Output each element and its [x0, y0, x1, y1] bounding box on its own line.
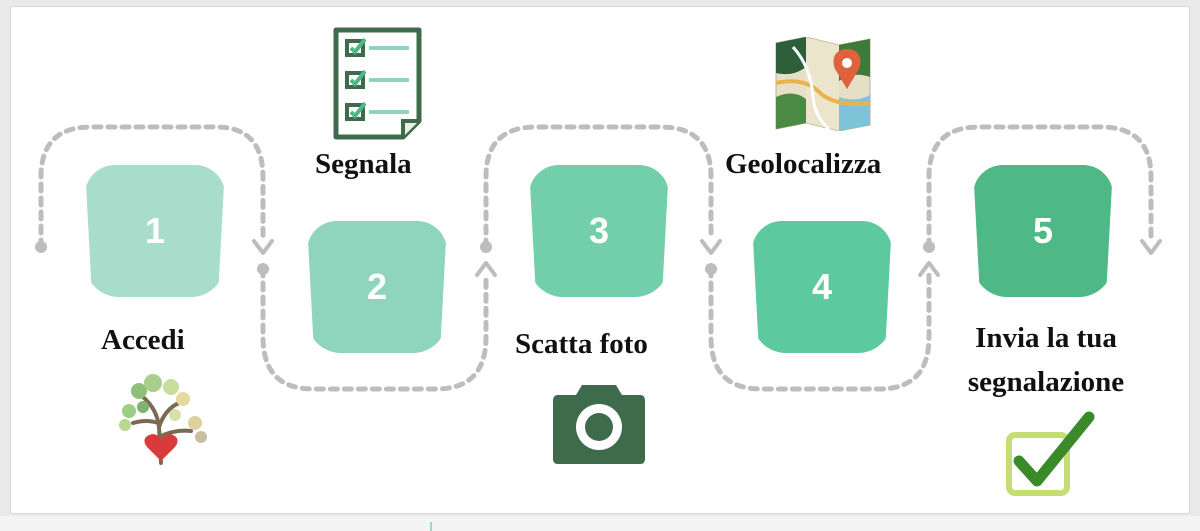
step-5-label: Invia la tua segnalazione [946, 317, 1146, 404]
step-1-number: 1 [144, 210, 166, 251]
arrow-down-icon [1140, 239, 1162, 255]
step-5-box: 5 [973, 165, 1113, 297]
step-5-label-line2: segnalazione [967, 365, 1125, 398]
step-5-number: 5 [1032, 210, 1054, 251]
path-dot [923, 241, 935, 253]
step-2-label: Segnala [315, 148, 412, 180]
checklist-icon [333, 27, 422, 140]
arrow-up-icon [475, 261, 497, 277]
arrow-down-icon [252, 239, 274, 255]
bottom-divider [430, 522, 432, 531]
step-2-number: 2 [366, 266, 388, 307]
path-dot [705, 263, 717, 275]
path-start-dot [35, 241, 47, 253]
step-3-box: 3 [529, 165, 669, 297]
step-4-number: 4 [811, 266, 833, 307]
step-5-label-line1: Invia la tua [975, 322, 1117, 354]
arrow-down-icon [700, 239, 722, 255]
checkmark-icon [1006, 411, 1095, 496]
step-2-box: 2 [307, 221, 447, 353]
arrow-up-icon [918, 261, 940, 277]
step-4-box: 4 [752, 221, 892, 353]
map-pin-icon [775, 37, 871, 131]
camera-icon [553, 385, 645, 464]
path-dot [257, 263, 269, 275]
path-dot [480, 241, 492, 253]
step-3-label: Scatta foto [515, 328, 648, 360]
infographic-canvas: 1 2 3 4 5 Accedi Segnala Scatta foto Geo… [10, 6, 1190, 514]
step-3-number: 3 [588, 210, 610, 251]
tree-heart-icon [119, 374, 207, 465]
bottom-strip [0, 516, 1200, 531]
step-4-label: Geolocalizza [725, 148, 882, 180]
step-1-label: Accedi [101, 324, 185, 356]
process-path [35, 124, 1162, 392]
step-1-box: 1 [85, 165, 225, 297]
